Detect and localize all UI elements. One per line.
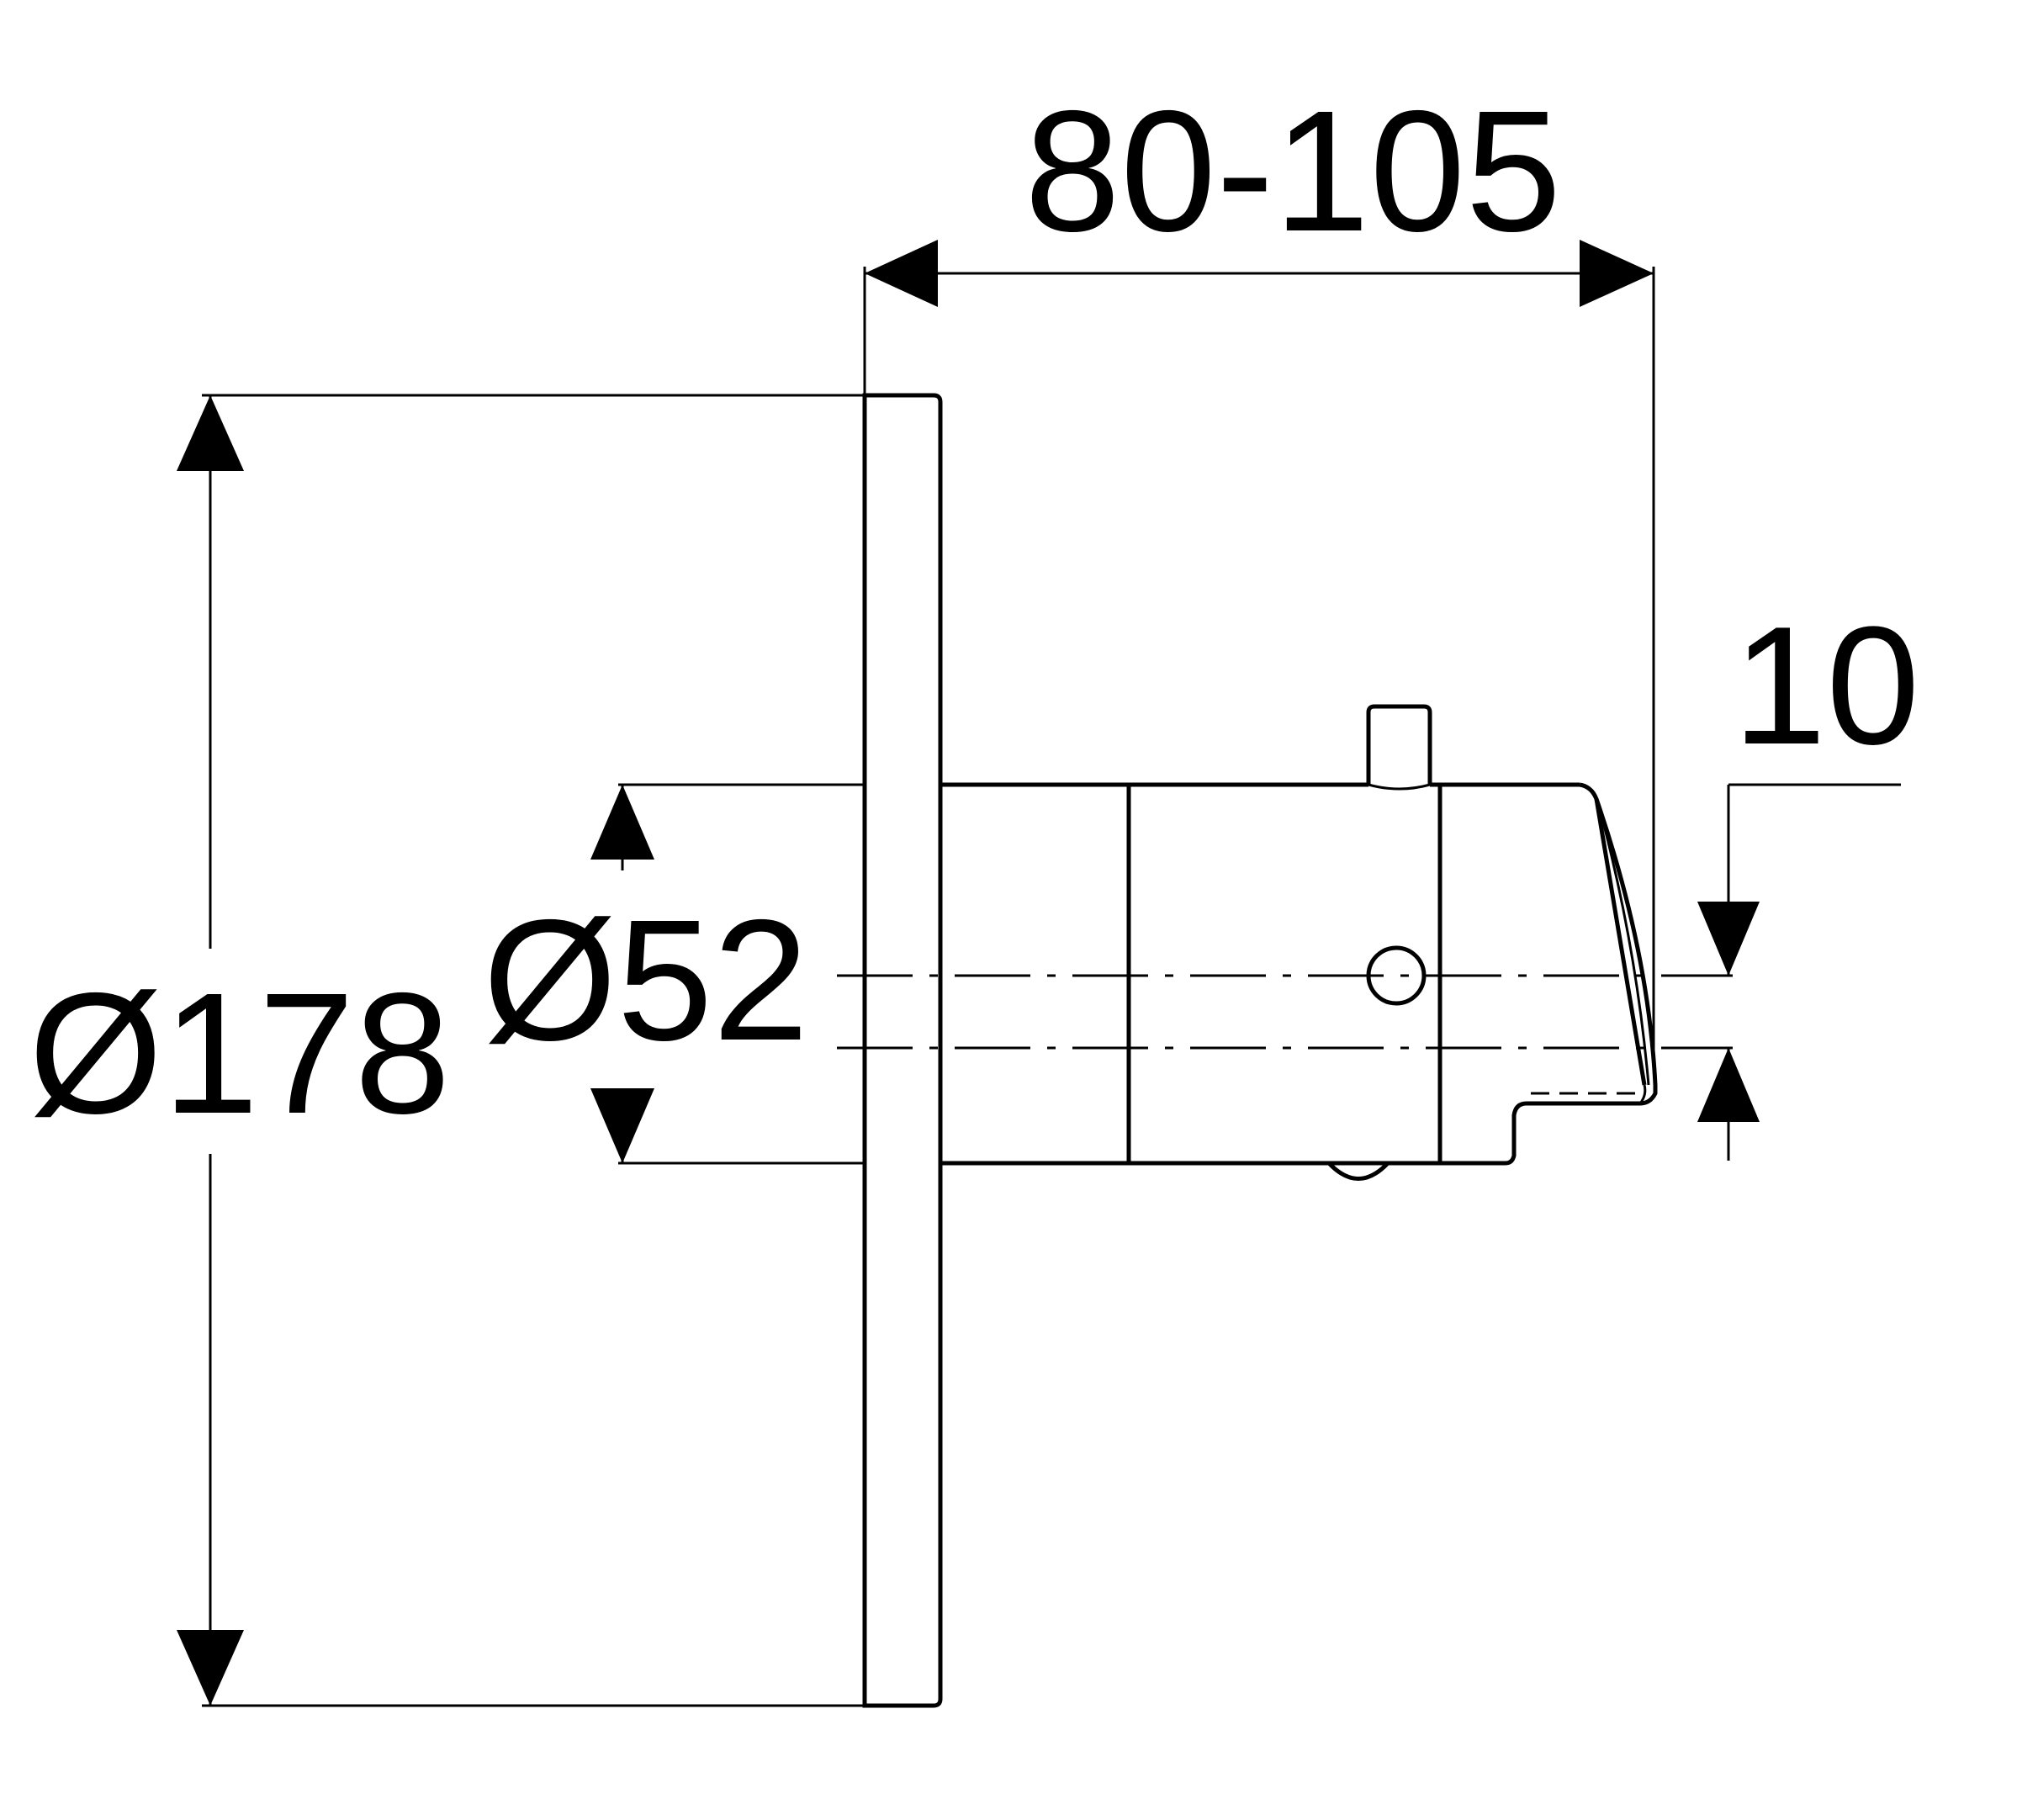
valve-body	[940, 704, 1580, 1181]
lever-handle	[1505, 782, 1658, 1166]
dimension-plate-diameter-label: Ø178	[29, 957, 451, 1150]
center-lines	[837, 974, 1733, 1050]
dimension-plate-diameter: Ø178	[29, 394, 865, 1707]
dimension-offset-label: 10	[1733, 592, 1919, 780]
dimension-offset: 10	[1697, 592, 1919, 1161]
dimension-depth: 80-105	[863, 75, 1655, 1064]
dimension-depth-label: 80-105	[1024, 75, 1561, 267]
cover-plate	[862, 393, 943, 1708]
dimension-body-diameter: Ø52	[483, 783, 865, 1165]
dimension-body-diameter-label: Ø52	[483, 884, 808, 1077]
